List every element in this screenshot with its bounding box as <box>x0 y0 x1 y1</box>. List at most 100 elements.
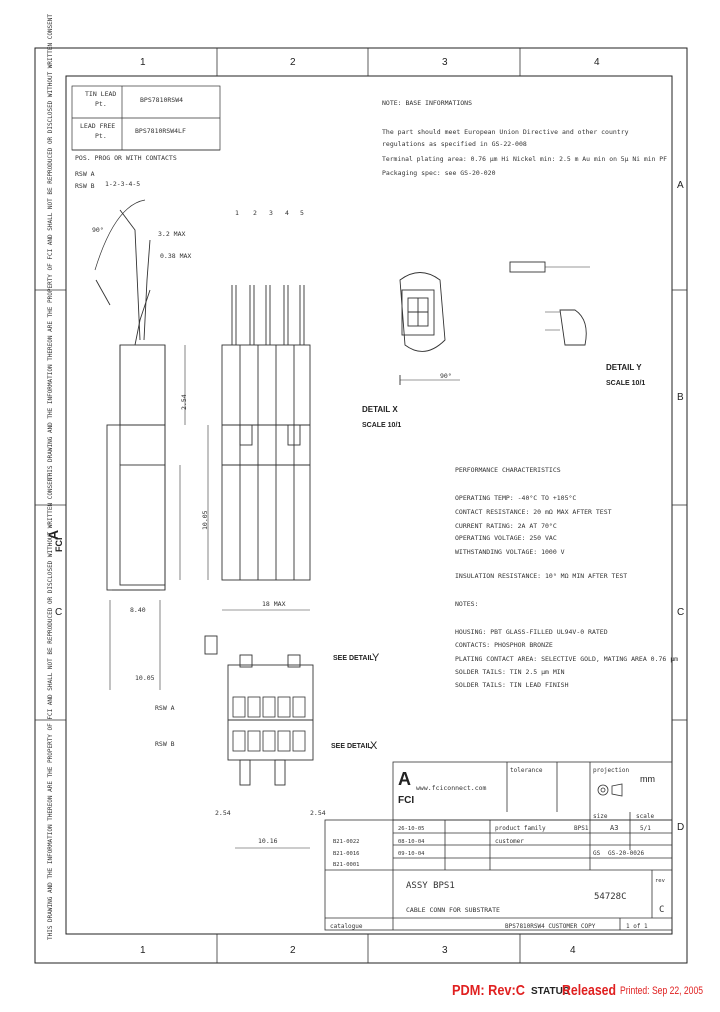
detail-x-scale: SCALE 10/1 <box>362 422 401 429</box>
rev-date-b: 08-10-04 <box>398 839 425 845</box>
header-row2-sub: Pt. <box>95 132 107 140</box>
pin-4: 4 <box>285 209 289 217</box>
dim-8-40: 8.40 <box>130 606 146 614</box>
pdm-revision: PDM: Rev:C <box>452 982 525 999</box>
col-label-top-2: 2 <box>290 57 296 68</box>
row-label-right-d: D <box>677 822 684 833</box>
dim-2-54-bottom-right: 2.54 <box>310 809 326 817</box>
cable-side-view <box>94 199 209 690</box>
dim-3-2-max: 3.2 MAX <box>158 230 185 238</box>
angle-label: 90° <box>92 226 104 234</box>
title-line-1: ASSY BPS1 <box>406 881 455 891</box>
detail-y-title: DETAIL Y <box>606 363 642 372</box>
product-family-value: BPS1 <box>574 825 589 832</box>
col-label-top-1: 1 <box>140 57 146 68</box>
detail-x-title: DETAIL X <box>362 405 398 414</box>
pin-2: 2 <box>253 209 257 217</box>
status-value: Released <box>562 982 617 999</box>
dim-10-05: 10.05 <box>135 674 155 682</box>
header-row1-sub: Pt. <box>95 100 107 108</box>
row-label-right-a: A <box>677 180 684 191</box>
svg-text:FCI: FCI <box>54 538 64 553</box>
notes2-line-2: CONTACTS: PHOSPHOR BRONZE <box>455 641 553 649</box>
perf-line-5: WITHSTANDING VOLTAGE: 1000 V <box>455 548 565 556</box>
pin-3: 3 <box>269 209 273 217</box>
col-label-bottom-1: 1 <box>140 945 146 956</box>
header-pos-value: 1-2-3-4-5 <box>105 180 140 188</box>
projection-icon <box>597 783 623 797</box>
header-row1-label: TIN LEAD <box>85 90 116 98</box>
title-line-2: CABLE CONN FOR SUBSTRATE <box>406 906 500 914</box>
notes2-line-3: PLATING CONTACT AREA: SELECTIVE GOLD, MA… <box>455 655 678 663</box>
see-detail-x-letter: X <box>370 740 378 752</box>
rev-label: rev <box>655 878 666 884</box>
rev-date-a: 09-10-04 <box>398 851 425 857</box>
drawing-number: 54728C <box>594 892 627 902</box>
website: www.fciconnect.com <box>416 784 487 792</box>
rev-row-b: B21-0016 <box>333 851 360 857</box>
header-row2-value: BPS7810RSW4LF <box>135 127 186 135</box>
perf-line-4: OPERATING VOLTAGE: 250 VAC <box>455 534 557 542</box>
pin-1: 1 <box>235 209 239 217</box>
perf-line-6: INSULATION RESISTANCE: 10⁹ MΩ MIN AFTER … <box>455 572 627 580</box>
notes-line-2: regulations as specified in GS-22-008 <box>382 140 527 148</box>
header-rsw-b: RSW B <box>75 182 95 190</box>
sheet-number: 1 of 1 <box>626 923 648 930</box>
see-detail-x: SEE DETAIL <box>331 743 372 750</box>
perf-line-3: CURRENT RATING: 2A AT 70°C <box>455 522 557 530</box>
col-label-bottom-2: 2 <box>290 945 296 956</box>
row-label-right-b: B <box>677 392 684 403</box>
dim-2-54-bottom: 2.54 <box>215 809 231 817</box>
svg-text:A: A <box>398 769 411 789</box>
detail-y-scale: SCALE 10/1 <box>606 380 645 387</box>
col-label-bottom-4: 4 <box>570 945 576 956</box>
col-label-bottom-3: 3 <box>442 945 448 956</box>
connector-front-view <box>221 285 311 611</box>
header-table <box>71 85 221 151</box>
pin-5: 5 <box>300 209 304 217</box>
notes-line-1: The part should meet European Union Dire… <box>382 128 629 136</box>
svg-text:FCI: FCI <box>398 795 414 806</box>
scale-value: 5/1 <box>640 825 651 832</box>
header-row2-label: LEAD FREE <box>80 122 115 130</box>
header-rsw-a: RSW A <box>75 170 95 178</box>
pdm-footer: PDM: Rev:C STATUS Released Printed: Sep … <box>0 972 720 1012</box>
inner-frame <box>65 75 673 935</box>
margin-note-lower: THIS DRAWING AND THE INFORMATION THEREON… <box>47 474 54 940</box>
spec-value: GS-20-0026 <box>608 850 645 857</box>
contact-slots <box>232 696 306 752</box>
rev-value: C <box>659 905 664 915</box>
notes2-line-4: SOLDER TAILS: TIN 2.5 μm MIN <box>455 668 565 676</box>
perf-line-2: CONTACT RESISTANCE: 20 mΩ MAX AFTER TEST <box>455 508 612 516</box>
svg-text:A: A <box>45 530 61 540</box>
connector-bottom-view <box>204 635 314 786</box>
customer-copy: BPS7810RSW4 CUSTOMER COPY <box>505 923 596 930</box>
rev-row-c: B21-0022 <box>333 839 360 845</box>
rsw-a-label: RSW A <box>155 704 175 712</box>
notes2-title: NOTES: <box>455 600 478 608</box>
outer-frame <box>34 47 688 964</box>
notes-line-3: Terminal plating area: 0.76 μm Hi Nickel… <box>382 155 667 163</box>
header-row1-value: BPS7810RSW4 <box>140 96 183 104</box>
see-detail-y-letter: Y <box>372 652 380 664</box>
engineering-drawing-sheet: 1 2 3 4 1 2 3 4 A B C D C THIS DRAWING A… <box>34 14 688 964</box>
perf-title: PERFORMANCE CHARACTERISTICS <box>455 466 561 474</box>
rev-date-c: 26-10-05 <box>398 826 425 832</box>
projection-label: projection <box>593 767 630 774</box>
detail-x-drawing <box>399 272 460 385</box>
row-label-left-c: C <box>55 607 62 618</box>
scale-label: scale <box>636 813 654 820</box>
printed-date: Printed: Sep 22, 2005 <box>620 985 704 997</box>
size-label: size <box>593 813 608 820</box>
product-family-label: product family <box>495 825 546 832</box>
detail-x-dim: 90° <box>440 372 452 380</box>
rev-row-a: B21-0001 <box>333 862 360 868</box>
detail-y-drawing <box>509 261 590 346</box>
status-spec-label: GS <box>593 850 601 857</box>
size-value: A3 <box>610 824 618 832</box>
rsw-b-label: RSW B <box>155 740 175 748</box>
dim-side-1: 2.54 <box>180 394 188 410</box>
status-label: STATUS <box>531 986 570 997</box>
see-detail-y: SEE DETAIL <box>333 655 374 662</box>
col-label-top-4: 4 <box>594 57 600 68</box>
